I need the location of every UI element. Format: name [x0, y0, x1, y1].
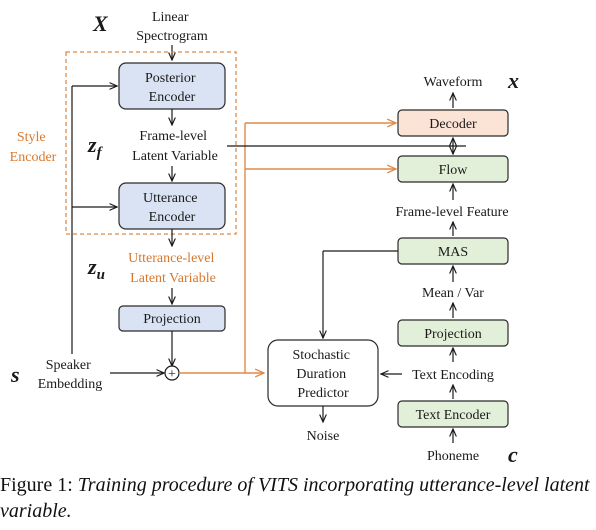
text-encoder-box — [397, 400, 509, 428]
frame-level-feature-label: Frame-level Feature — [395, 205, 508, 220]
projection-right-box — [397, 319, 509, 347]
c-symbol: c — [508, 442, 518, 467]
projection-right-label: Projection — [424, 327, 482, 342]
speaker-embedding-label: Speaker Embedding — [38, 358, 103, 392]
frame-level-latent-label: Frame-level Latent Variable — [132, 129, 218, 164]
zf-symbol: zf — [87, 132, 104, 161]
utterance-level-latent-label: Utterance-level Latent Variable — [128, 251, 218, 286]
caption-text: Training procedure of VITS incorporating… — [0, 474, 590, 522]
phoneme-label: Phoneme — [427, 449, 479, 464]
stochastic-duration-predictor-label: Stochastic Duration Predictor — [292, 348, 353, 401]
sum-symbol: + — [168, 367, 176, 382]
decoder-label: Decoder — [429, 117, 477, 132]
x-output-symbol: x — [507, 68, 519, 93]
vits-training-diagram: X Linear Spectrogram Style Encoder Poste… — [10, 10, 519, 467]
noise-label: Noise — [307, 429, 340, 444]
projection-left-label: Projection — [143, 312, 201, 327]
style-encoder-frame — [65, 51, 237, 235]
text-encoding-label: Text Encoding — [412, 368, 494, 383]
figure-caption: Figure 1: Training procedure of VITS inc… — [0, 472, 596, 524]
text-encoder-label: Text Encoder — [416, 408, 491, 423]
decoder-box — [397, 109, 509, 137]
x-input-symbol: X — [92, 11, 109, 36]
flow-box — [397, 155, 509, 183]
caption-prefix: Figure 1: — [0, 474, 78, 496]
linear-spectrogram-label: Linear Spectrogram — [136, 10, 208, 44]
s-symbol: s — [10, 362, 20, 387]
posterior-encoder-label: Posterior Encoder — [145, 71, 199, 105]
flow-label: Flow — [439, 163, 469, 178]
waveform-label: Waveform — [424, 75, 483, 90]
mas-label: MAS — [438, 245, 468, 260]
zu-symbol: zu — [87, 254, 105, 283]
style-encoder-label: Style Encoder — [10, 130, 57, 165]
utterance-encoder-label: Utterance Encoder — [143, 191, 201, 225]
mean-var-label: Mean / Var — [422, 286, 484, 301]
